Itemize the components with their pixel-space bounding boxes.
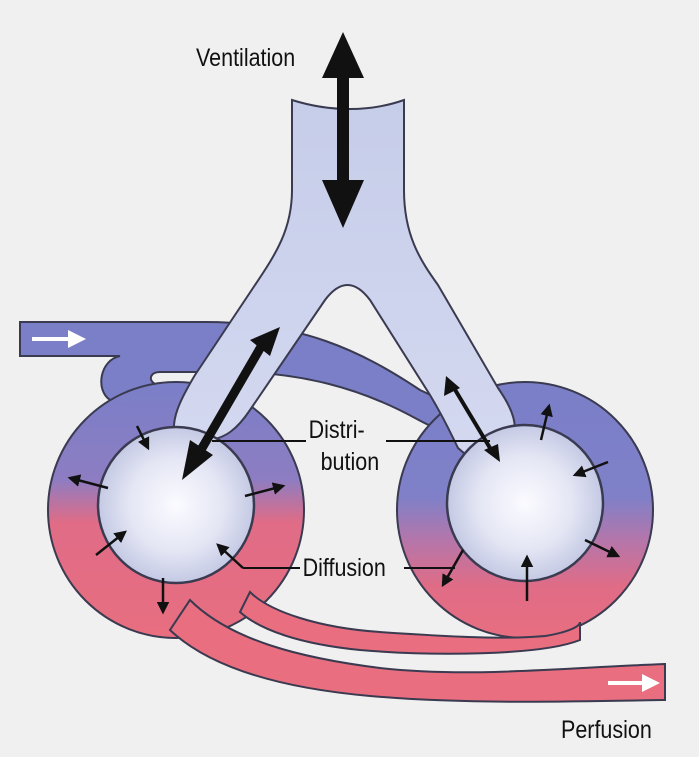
distribution-label-line1: Distri- [306, 418, 368, 443]
connecting-capillary [238, 590, 581, 655]
ventilation-arrow [322, 32, 364, 228]
airway [172, 98, 516, 467]
diffusion-label: Diffusion [300, 556, 389, 581]
ventilation-label: Ventilation [196, 44, 296, 72]
distribution-label-line2: bution [318, 450, 382, 475]
left-alveolus [96, 425, 256, 585]
outflow-arrow [608, 674, 660, 692]
distribution-arrow-right [444, 376, 500, 462]
perfusion-label: Perfusion [561, 716, 652, 744]
right-alveolus [445, 423, 605, 583]
inflow-arrow [32, 330, 86, 348]
diffusion-arrows-left [67, 425, 286, 615]
distribution-arrow-left [182, 327, 280, 480]
arterial-vessel [168, 598, 666, 703]
